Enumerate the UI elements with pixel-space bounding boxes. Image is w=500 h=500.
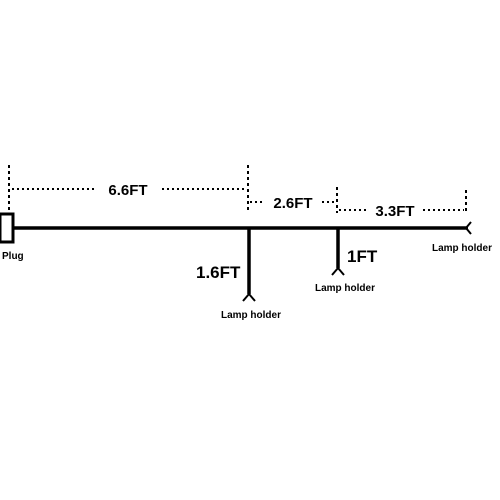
first-drop-length: 1.6FT bbox=[196, 263, 241, 282]
end-lamp-holder-icon bbox=[465, 221, 472, 235]
second-drop-length: 1FT bbox=[347, 247, 378, 266]
segment-length-second-to-end: 3.3FT bbox=[375, 203, 414, 220]
segment-length-plug-to-first: 6.6FT bbox=[108, 182, 147, 199]
second-lamp-holder-label: Lamp holder bbox=[315, 283, 375, 294]
first-lamp-holder-label: Lamp holder bbox=[221, 310, 281, 321]
segment-length-first-to-second: 2.6FT bbox=[273, 195, 312, 212]
first-lamp-holder-icon bbox=[242, 293, 256, 302]
second-lamp-holder-icon bbox=[331, 267, 345, 276]
plug-icon bbox=[0, 212, 15, 244]
end-lamp-holder-label: Lamp holder bbox=[432, 243, 492, 254]
plug-label: Plug bbox=[2, 251, 24, 262]
